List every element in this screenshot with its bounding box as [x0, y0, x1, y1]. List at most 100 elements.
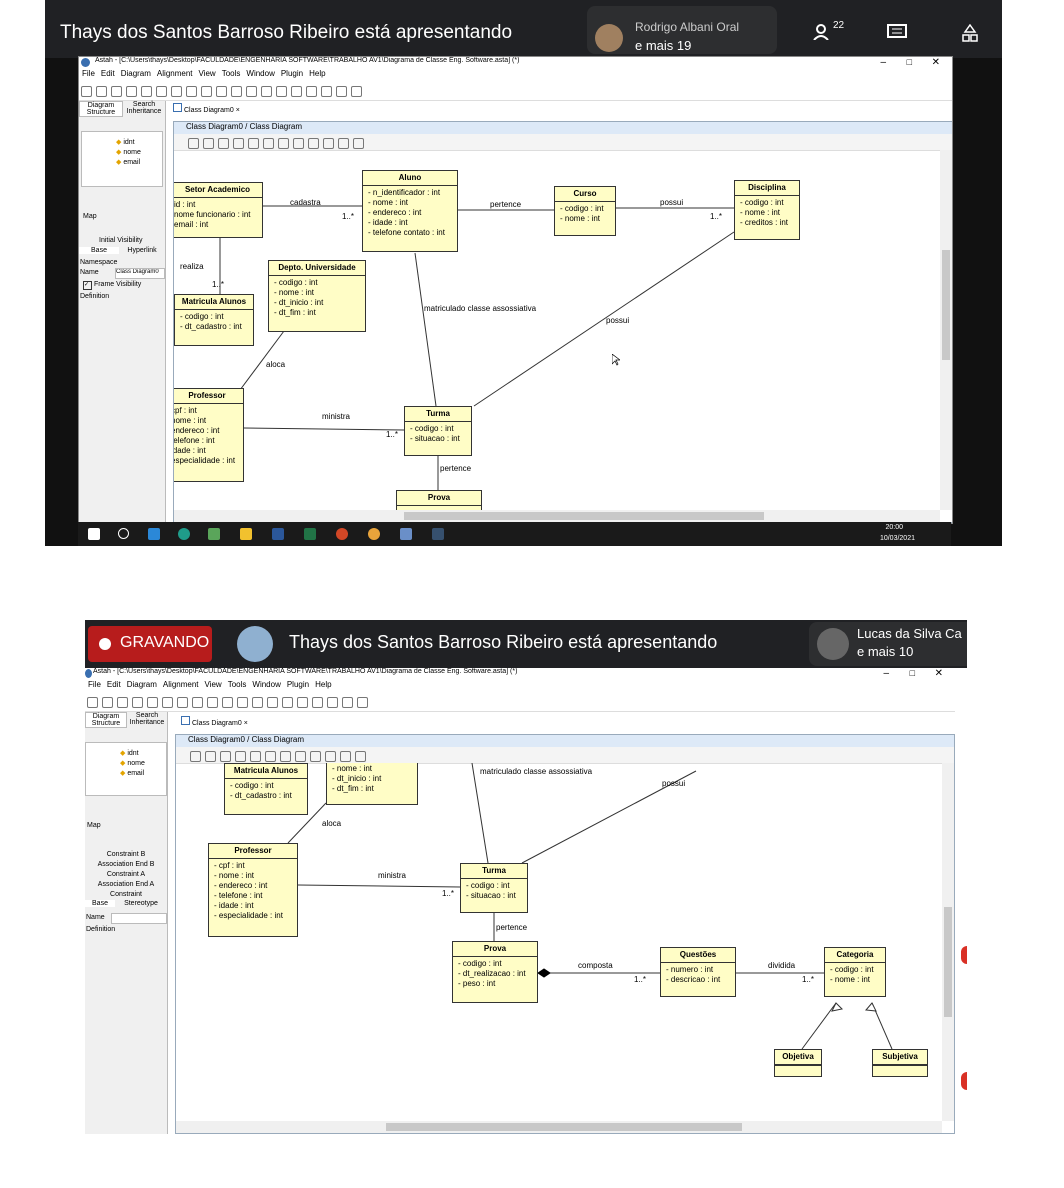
association-icon[interactable] — [248, 138, 259, 149]
back-icon[interactable] — [201, 86, 212, 97]
tab-base[interactable]: Base — [85, 900, 115, 907]
scroll-thumb[interactable] — [942, 250, 950, 360]
menu-file[interactable]: File — [82, 69, 95, 78]
menu-view[interactable]: View — [204, 680, 222, 689]
vertical-scrollbar[interactable] — [940, 150, 952, 510]
forward-icon[interactable] — [216, 86, 227, 97]
horizontal-scrollbar[interactable] — [174, 510, 940, 522]
class-prova[interactable]: Prova — [396, 490, 482, 510]
interface-icon[interactable] — [293, 138, 304, 149]
class-turma[interactable]: Turma - codigo : int - situacao : int — [460, 863, 528, 913]
menu-help[interactable]: Help — [315, 680, 332, 689]
class-prova[interactable]: Prova - codigo : int - dt_realizacao : i… — [452, 941, 538, 1003]
search-icon[interactable] — [118, 528, 129, 539]
note-icon[interactable] — [235, 751, 246, 762]
class-icon[interactable] — [205, 751, 216, 762]
map-tab[interactable]: Map — [83, 213, 97, 220]
class-icon[interactable] — [203, 138, 214, 149]
zoom-fit-icon[interactable] — [192, 697, 203, 708]
prop-association-end-a[interactable]: Association End A — [97, 881, 155, 888]
menu-view[interactable]: View — [198, 69, 216, 78]
app-icon[interactable] — [208, 528, 220, 540]
task-view-icon[interactable] — [148, 528, 160, 540]
menu-plugin[interactable]: Plugin — [280, 69, 304, 78]
image-icon[interactable] — [355, 751, 366, 762]
line-color-icon[interactable] — [282, 697, 293, 708]
maximize-icon[interactable]: □ — [909, 668, 915, 678]
tree-item[interactable]: ◆ nome — [120, 760, 145, 767]
class-depto-universidade[interactable]: Depto. Universidade - codigo : int - nom… — [268, 260, 366, 332]
image-icon[interactable] — [353, 138, 364, 149]
class-depto-universidade[interactable]: - nome : int - dt_inicio : int - dt_fim … — [326, 763, 418, 805]
powerpoint-icon[interactable] — [336, 528, 348, 540]
font-icon[interactable] — [306, 86, 317, 97]
generalization-icon[interactable] — [265, 751, 276, 762]
tree-item[interactable]: ◆ nome — [116, 149, 141, 156]
class-turma[interactable]: Turma - codigo : int - situacao : int — [404, 406, 472, 456]
package-icon[interactable] — [220, 751, 231, 762]
font-color-icon[interactable] — [297, 697, 308, 708]
rect-icon[interactable] — [323, 138, 334, 149]
tab-hyperlink[interactable]: Hyperlink — [127, 247, 157, 254]
redo-icon[interactable] — [147, 697, 158, 708]
app2-icon[interactable] — [400, 528, 412, 540]
prop-constraint-b[interactable]: Constraint B — [106, 851, 146, 858]
forward-icon[interactable] — [222, 697, 233, 708]
text-icon[interactable] — [310, 751, 321, 762]
interface-icon[interactable] — [295, 751, 306, 762]
line-style-icon[interactable] — [321, 86, 332, 97]
undo-icon[interactable] — [126, 86, 137, 97]
font-color-icon[interactable] — [291, 86, 302, 97]
tab-base[interactable]: Base — [79, 247, 119, 254]
class-categoria[interactable]: Categoria - codigo : int - nome : int — [824, 947, 886, 997]
scroll-thumb[interactable] — [386, 1123, 742, 1131]
line-icon[interactable] — [340, 751, 351, 762]
class-curso[interactable]: Curso - codigo : int - nome : int — [554, 186, 616, 236]
zoom-out-icon[interactable] — [171, 86, 182, 97]
rect-icon[interactable] — [325, 751, 336, 762]
prop-name-value[interactable] — [111, 913, 167, 924]
tab-diagram-structure[interactable]: Diagram Structure — [85, 712, 127, 728]
doc-tab[interactable]: Class Diagram0 × — [173, 103, 240, 114]
class-matricula-alunos[interactable]: Matricula Alunos - codigo : int - dt_cad… — [174, 294, 254, 346]
menu-tools[interactable]: Tools — [221, 69, 241, 78]
zoom-fit-icon[interactable] — [186, 86, 197, 97]
tab-diagram-structure[interactable]: Diagram Structure — [79, 101, 123, 117]
horizontal-scrollbar[interactable] — [176, 1121, 942, 1133]
minimize-icon[interactable]: – — [883, 668, 889, 679]
undo-icon[interactable] — [132, 697, 143, 708]
class-setor-academico[interactable]: Setor Academico id : int nome funcionari… — [174, 182, 263, 238]
activities-icon[interactable] — [961, 23, 979, 42]
zoom-in-icon[interactable] — [162, 697, 173, 708]
menu-edit[interactable]: Edit — [100, 69, 115, 78]
package-icon[interactable] — [218, 138, 229, 149]
tree-item[interactable]: ◆ email — [120, 770, 145, 777]
grid-icon[interactable] — [231, 86, 242, 97]
prop-constraint[interactable]: Constraint — [110, 891, 142, 898]
tab-stereotype[interactable]: Stereotype — [124, 900, 158, 907]
layout-icon[interactable] — [342, 697, 353, 708]
menu-plugin[interactable]: Plugin — [286, 680, 310, 689]
class-professor[interactable]: Professor - cpf : int - nome : int - end… — [208, 843, 298, 937]
map-tab[interactable]: Map — [87, 822, 101, 829]
font-icon[interactable] — [312, 697, 323, 708]
chrome-icon[interactable] — [368, 528, 380, 540]
fill-color-icon[interactable] — [261, 86, 272, 97]
open-icon[interactable] — [102, 697, 113, 708]
maximize-icon[interactable]: □ — [906, 57, 912, 67]
select-icon[interactable] — [188, 138, 199, 149]
people-icon[interactable] — [813, 24, 837, 41]
menu-window[interactable]: Window — [252, 680, 281, 689]
class-professor[interactable]: Professor cpf : int nome : int endereco … — [174, 388, 244, 482]
class-subjetiva[interactable]: Subjetiva — [872, 1049, 928, 1077]
line-style-icon[interactable] — [327, 697, 338, 708]
zoom-out-icon[interactable] — [177, 697, 188, 708]
class-questoes[interactable]: Questões - numero : int - descricao : in… — [660, 947, 736, 997]
prop-association-end-b[interactable]: Association End B — [97, 861, 155, 868]
line-color-icon[interactable] — [276, 86, 287, 97]
menu-tools[interactable]: Tools — [227, 680, 247, 689]
menu-file[interactable]: File — [88, 680, 101, 689]
close-icon[interactable]: ✕ — [934, 668, 943, 679]
new-icon[interactable] — [81, 86, 92, 97]
generalization-icon[interactable] — [263, 138, 274, 149]
